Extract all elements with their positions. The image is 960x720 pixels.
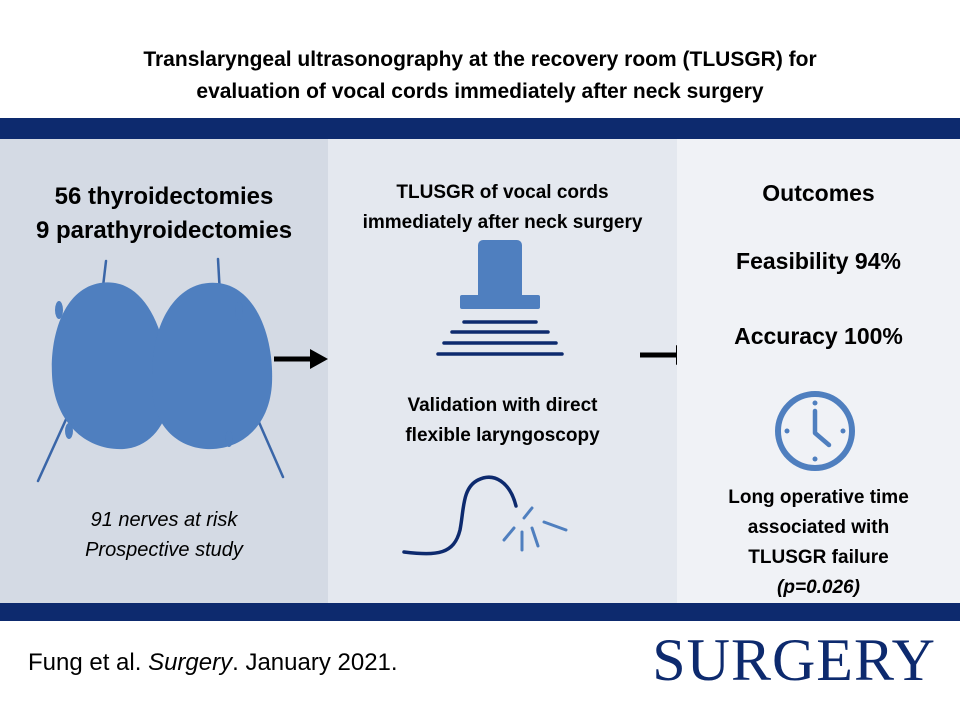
failure-line-2: associated with	[747, 517, 890, 538]
method-heading: TLUSGR of vocal cords immediately after …	[328, 178, 677, 238]
cohort-notes: 91 nerves at risk Prospective study	[0, 505, 328, 565]
parathyroidectomies-count: 9 parathyroidectomies	[35, 217, 293, 244]
nerves-at-risk-text: 91 nerves at risk	[90, 509, 238, 531]
title-line-2: evaluation of vocal cords immediately af…	[196, 80, 764, 103]
study-type-text: Prospective study	[85, 539, 243, 561]
failure-line-3: TLUSGR failure	[748, 547, 889, 568]
clock-icon	[773, 389, 857, 473]
feasibility-result: Feasibility 94%	[736, 248, 901, 274]
failure-association: Long operative time associated with TLUS…	[677, 483, 960, 603]
citation-authors: Fung et al.	[28, 649, 149, 676]
method-line-2: immediately after neck surgery	[362, 212, 643, 233]
title-line-1: Translaryngeal ultrasonography at the re…	[143, 48, 817, 71]
citation-date: . January 2021.	[232, 649, 398, 676]
arrow-right-icon	[272, 346, 332, 372]
citation-journal: Surgery	[148, 649, 233, 676]
validation-line-2: flexible laryngoscopy	[405, 425, 600, 446]
thyroidectomies-count: 56 thyroidectomies	[54, 183, 274, 210]
validation-line-1: Validation with direct	[407, 395, 598, 416]
infographic-title: Translaryngeal ultrasonography at the re…	[20, 44, 940, 108]
validation-text: Validation with direct flexible laryngos…	[328, 391, 677, 451]
method-line-1: TLUSGR of vocal cords	[396, 182, 609, 203]
method-panel	[328, 139, 677, 603]
journal-logo: SURGERY	[652, 627, 936, 693]
p-value: (p=0.026)	[777, 577, 860, 598]
bottom-band	[0, 603, 960, 621]
outcomes-panel	[677, 139, 960, 603]
accuracy-result: Accuracy 100%	[734, 323, 903, 349]
outcomes-heading: Outcomes	[762, 180, 875, 206]
thyroid-gland-icon	[28, 255, 300, 485]
laryngoscope-icon	[398, 470, 578, 565]
top-band	[0, 118, 960, 139]
cohort-heading: 56 thyroidectomies 9 parathyroidectomies	[0, 180, 328, 248]
citation: Fung et al. Surgery. January 2021.	[28, 648, 398, 678]
ultrasound-probe-icon	[430, 240, 570, 360]
failure-line-1: Long operative time	[728, 487, 909, 508]
